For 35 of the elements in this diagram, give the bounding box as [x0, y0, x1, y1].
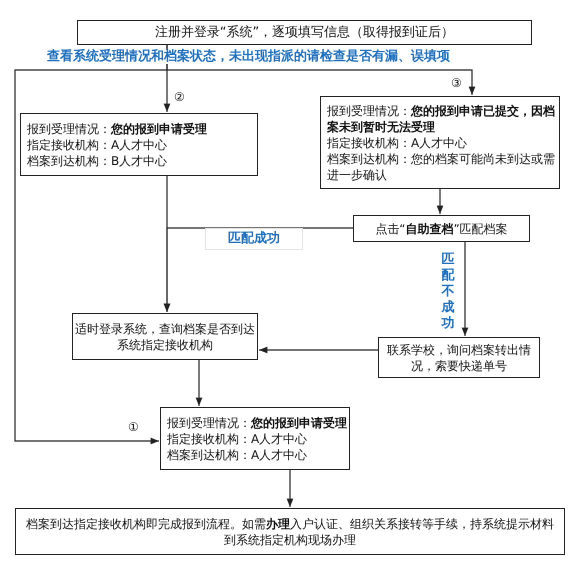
process-box: [353, 215, 530, 242]
box-text: 档案到达机构：A人才中心: [167, 446, 308, 462]
process-box: [320, 96, 560, 189]
edge-label: ①: [128, 420, 139, 434]
box-text: 报到受理情况：您的报到申请受理: [27, 120, 208, 136]
box-text: 指定接收机构：A人才中心: [27, 136, 168, 152]
process-box: [378, 337, 540, 378]
process-box: [20, 113, 258, 176]
arrow: [436, 189, 444, 214]
box-text: 报到受理情况：您的报到申请受理: [167, 414, 348, 430]
box-text: 报到受理情况：您的报到申请已提交，因档案未到暂时无法受理: [327, 102, 555, 134]
box-text: 档案到达机构：您的档案可能尚未到达或需进一步确认: [327, 150, 555, 182]
box-text: 档案到达机构：B人才中心: [27, 152, 168, 168]
edge-label: ③: [451, 76, 462, 90]
arrow: [259, 346, 378, 354]
note-text: 查看系统受理情况和档案状态，未出现指派的请检查是否有漏、误填项: [45, 50, 452, 64]
box-text: 注册并登录“系统”，逐项填写信息（取得报到证后）: [154, 24, 454, 40]
arrow: [286, 470, 294, 507]
process-box: [72, 313, 258, 360]
box-text: 指定接收机构：A人才中心: [327, 134, 468, 150]
edge-label: 匹配不成功: [441, 252, 455, 332]
process-box: [160, 407, 350, 470]
arrow: [164, 227, 353, 312]
process-box: [77, 20, 532, 45]
arrow: [14, 45, 168, 444]
box-text: 指定接收机构：A人才中心: [167, 430, 308, 446]
edge-label: 匹配成功: [205, 228, 303, 250]
arrow: [196, 360, 202, 406]
arrow: [462, 242, 468, 336]
process-box: [15, 508, 565, 555]
box-text: 档案到达指定接收机构即完成报到流程。如需办理入户认证、组织关系接转等手续，持系统提示材料到系统指定机构现场办理: [26, 516, 554, 548]
box-text: 联系学校，询问档案转出情况，索要快递单号: [386, 342, 532, 374]
box-text: 适时登录系统，查询档案是否到达系统指定接收机构: [74, 320, 256, 352]
box-text: 点击“自助查档”匹配档案: [375, 220, 508, 236]
edge-label: ②: [174, 90, 185, 104]
